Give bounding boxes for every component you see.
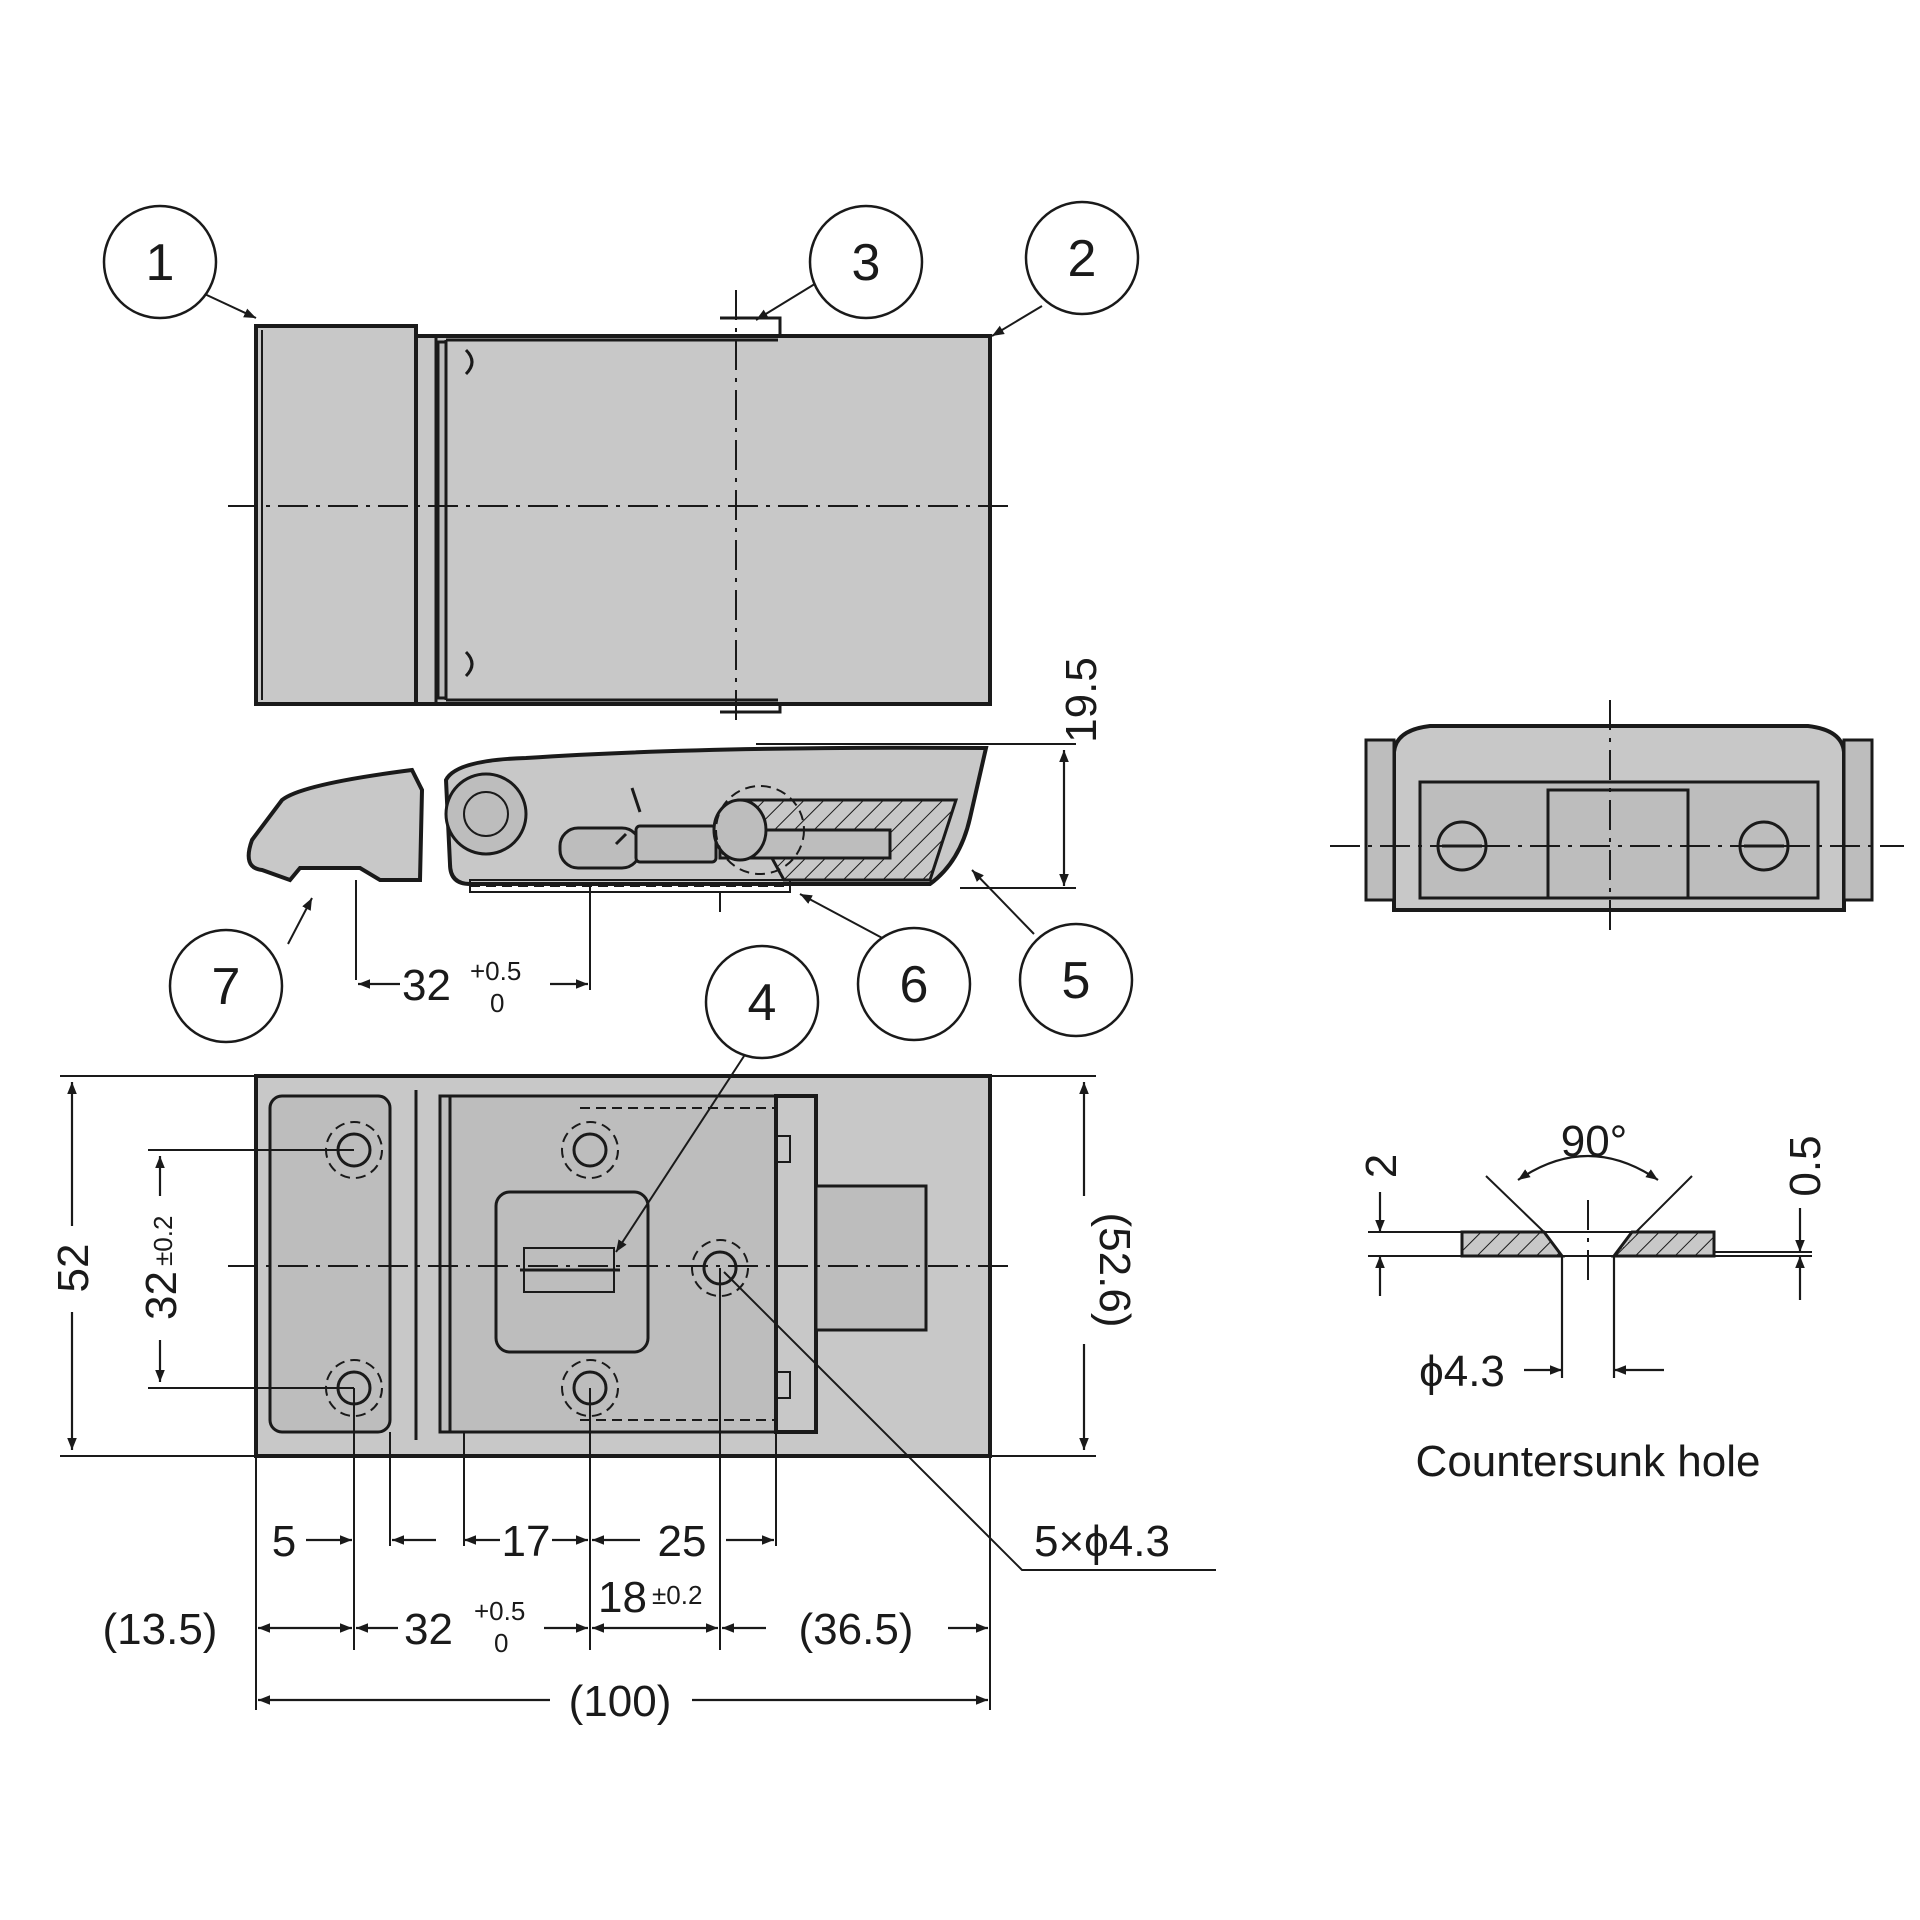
callout-7-label: 7 <box>212 958 241 1016</box>
dim-52: 52 <box>49 1244 98 1293</box>
dim-52-6: (52.6) <box>1090 1213 1139 1328</box>
countersink-diameter: ϕ4.3 <box>1419 1347 1505 1396</box>
dim-17: 17 <box>502 1517 551 1566</box>
dim-18-tol: ±0.2 <box>652 1580 702 1610</box>
dim-100: (100) <box>569 1677 672 1726</box>
dim-25: 25 <box>658 1517 707 1566</box>
callout-3-label: 3 <box>852 234 881 292</box>
bottom-view <box>228 1074 1012 1458</box>
dim-side-32-tol-lower: 0 <box>490 988 504 1018</box>
dim-holes: 5×ϕ4.3 <box>1034 1517 1170 1566</box>
callout-5: 5 <box>1018 922 1134 1038</box>
dim-32-bottom-tol-lower: 0 <box>494 1628 508 1658</box>
dim-32-bottom: 32 <box>404 1605 453 1654</box>
dim-side-32-tol-upper: +0.5 <box>470 956 521 986</box>
dimension-lines <box>60 743 1216 1710</box>
dim-18: 18 <box>598 1573 647 1622</box>
countersink-depth: 0.5 <box>1781 1135 1830 1196</box>
dim-32-vertical-value: 32 <box>137 1271 186 1320</box>
dim-36-5: (36.5) <box>799 1605 914 1654</box>
callout-7: 7 <box>168 928 284 1044</box>
callout-2-label: 2 <box>1068 230 1097 288</box>
dim-side-32: 32 <box>402 961 451 1010</box>
callout-3: 3 <box>808 204 924 320</box>
dim-32-vertical: 32 ±0.2 <box>137 1216 186 1320</box>
callout-6: 6 <box>856 926 972 1042</box>
callout-4-label: 4 <box>748 974 777 1032</box>
countersink-thickness: 2 <box>1357 1154 1406 1178</box>
dim-32-bottom-tol-upper: +0.5 <box>474 1596 525 1626</box>
dim-13-5: (13.5) <box>103 1605 218 1654</box>
dim-19-5: 19.5 <box>1057 657 1106 743</box>
callout-5-label: 5 <box>1062 952 1091 1010</box>
side-view <box>246 745 989 980</box>
top-view <box>228 290 1012 724</box>
countersink-angle: 90° <box>1561 1117 1628 1166</box>
callout-2: 2 <box>1024 200 1140 316</box>
callout-1-label: 1 <box>146 234 175 292</box>
callout-leaders <box>195 281 1043 1253</box>
countersink-caption: Countersunk hole <box>1416 1437 1761 1486</box>
end-view <box>1330 700 1904 932</box>
callout-6-label: 6 <box>900 956 929 1014</box>
dim-5: 5 <box>272 1517 296 1566</box>
callout-1: 1 <box>102 204 218 320</box>
dim-32-vertical-tol: ±0.2 <box>148 1216 178 1266</box>
countersink-detail <box>1368 1155 1812 1378</box>
mounting-hole-3 <box>561 1121 619 1179</box>
callout-4: 4 <box>704 944 820 1060</box>
